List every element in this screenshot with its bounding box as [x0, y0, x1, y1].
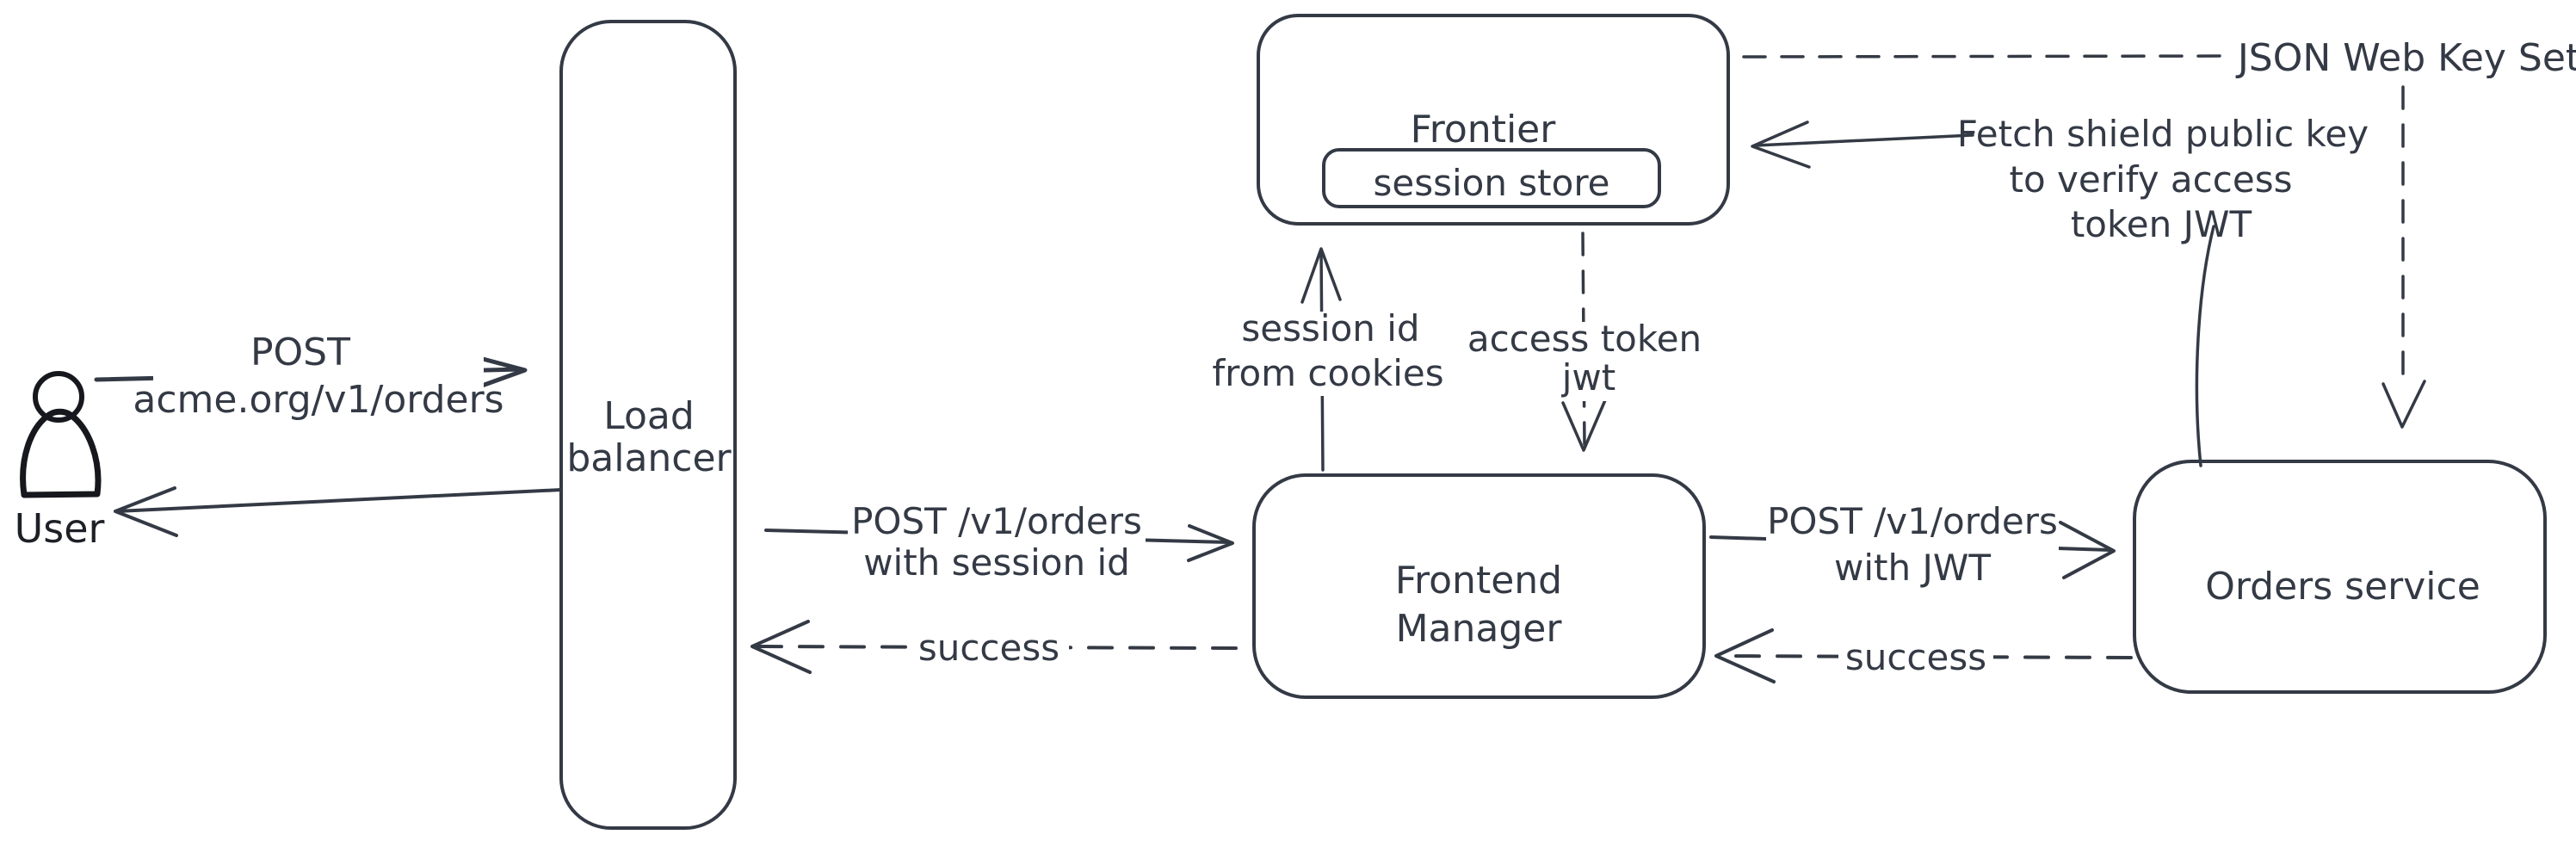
arrow-orders-service-to-frontend-manager: success: [1714, 628, 2133, 683]
arrowhead-down-icon: [2381, 380, 2426, 429]
orders-service-node: Orders service: [2133, 460, 2547, 694]
arrowhead-left-icon: [114, 486, 178, 537]
arrowhead-left-icon: [751, 620, 812, 674]
session-store-box: [1322, 148, 1661, 208]
arrowhead-left-icon: [1714, 628, 1776, 683]
arrow-user-to-load-balancer: POST acme.org/v1/orders: [94, 330, 528, 423]
session-store-label: session store: [1373, 162, 1609, 204]
label-background: [909, 623, 1069, 675]
arrow-frontier-to-json-web-key-set: JSON Web Key Set: [1742, 36, 2576, 80]
frontier-node: Frontier session store: [1257, 14, 1730, 226]
user-label: User: [15, 505, 105, 552]
label-background: [1212, 312, 1442, 396]
frontend-manager-node: Frontend Manager: [1252, 473, 1706, 699]
edge-label-line1: Fetch shield public key: [1957, 113, 2369, 155]
frontend-manager-box: [1252, 473, 1706, 699]
edge-label-line3: token JWT: [2071, 203, 2252, 245]
arrow-json-web-key-set-to-orders-service: [2381, 85, 2426, 429]
arrowhead-right-icon: [1187, 524, 1234, 562]
edge-label-line2: jwt: [1561, 356, 1616, 399]
label-background: [1838, 634, 1993, 683]
load-balancer-box: [559, 20, 737, 830]
user-body: [20, 408, 102, 498]
edge-label-line1: session id: [1241, 307, 1419, 349]
label-background: [1766, 491, 2059, 594]
user-icon: User: [15, 371, 105, 552]
edge-label-line2: with JWT: [1834, 547, 1991, 589]
edge-label-line2: with session id: [863, 541, 1130, 584]
edge-label-success: success: [1845, 636, 1986, 678]
edge-label-url: acme.org/v1/orders: [133, 378, 503, 422]
arrow-line: [1754, 133, 1974, 147]
orders-service-label: Orders service: [2205, 565, 2480, 609]
arrow-frontend-manager-to-load-balancer: success: [751, 620, 1238, 675]
load-balancer-label-line1: Load: [603, 394, 695, 438]
edge-label-line1: POST /v1/orders: [1767, 500, 2058, 542]
arrow-line-dashed: [1742, 54, 2237, 59]
arrow-frontier-to-frontend-manager: access token jwt: [1465, 232, 1706, 452]
arrowhead-up-icon: [1300, 247, 1342, 304]
load-balancer-node: Load balancer: [559, 20, 737, 830]
label-background: [153, 330, 484, 423]
arrow-frontend-manager-to-frontier: session id from cookies: [1212, 247, 1444, 472]
edge-label-post: POST: [250, 331, 350, 374]
orders-service-box: [2133, 460, 2547, 694]
arrowhead-right-icon: [2059, 521, 2116, 579]
frontier-label: Frontier: [1411, 108, 1557, 151]
edge-label-success: success: [918, 627, 1059, 669]
arrow-load-balancer-to-frontend-manager: POST /v1/orders with session id: [764, 491, 1234, 590]
load-balancer-label-line2: balancer: [566, 436, 732, 480]
edge-label-line1: access token: [1467, 318, 1702, 360]
label-background: [848, 491, 1146, 590]
frontend-manager-label-line1: Frontend: [1395, 559, 1562, 603]
edge-label-line2: from cookies: [1212, 352, 1443, 394]
arrow-curve: [2195, 225, 2215, 467]
arrow-line: [115, 488, 563, 513]
arrow-frontend-manager-to-orders-service: POST /v1/orders with JWT: [1709, 491, 2116, 594]
arrowhead-right-icon: [467, 353, 528, 392]
arrow-load-balancer-to-user: [114, 486, 563, 537]
arrowhead-down-icon: [1561, 399, 1607, 452]
edge-label-line2: to verify access: [2010, 158, 2293, 201]
edge-label-line1: POST /v1/orders: [851, 500, 1142, 542]
label-background: [1465, 322, 1706, 401]
json-web-key-set-label: JSON Web Key Set: [2235, 36, 2576, 80]
user-head: [33, 371, 84, 423]
arrow-orders-service-to-frontier: Fetch shield public key to verify access…: [1751, 113, 2369, 467]
frontend-manager-label-line2: Manager: [1396, 607, 1563, 651]
arrowhead-left-icon: [1751, 121, 1811, 169]
